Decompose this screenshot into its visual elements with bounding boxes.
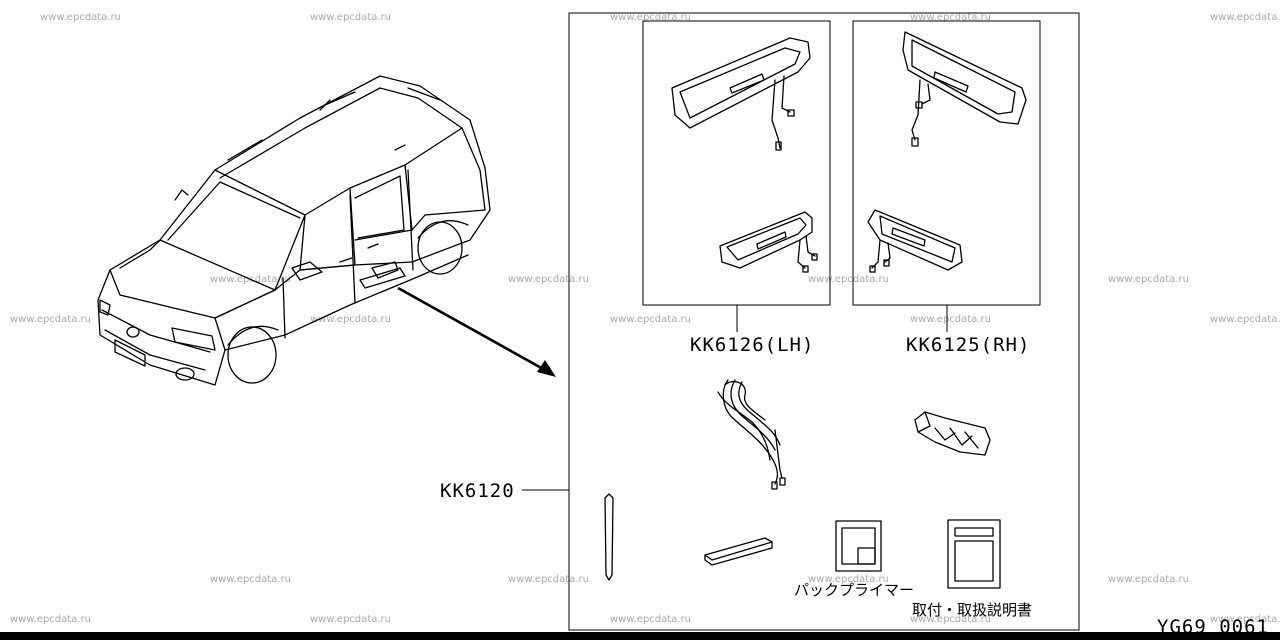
vehicle-illustration [97,75,491,386]
rh-subframe [852,20,1041,306]
watermark-text: www.epcdata.ru [1210,314,1280,325]
watermark-text: www.epcdata.ru [10,314,91,325]
watermark-text: www.epcdata.ru [1108,274,1189,285]
watermark-text: www.epcdata.ru [1108,574,1189,585]
watermark-text: www.epcdata.ru [910,12,991,23]
watermark-text: www.epcdata.ru [508,274,589,285]
watermark-layer: www.epcdata.ru www.epcdata.ru www.epcdata.… [10,12,1280,625]
bottom-band [0,632,1280,640]
watermark-text: www.epcdata.ru [310,614,391,625]
primer-pack [704,537,773,566]
watermark-text: www.epcdata.ru [808,274,889,285]
manual-label: 取付・取扱説明書 [912,601,1032,619]
watermark-text: www.epcdata.ru [40,12,121,23]
lh-part-number: KK6126(LH) [690,334,814,356]
manual-booklet [947,519,1001,589]
watermark-text: www.epcdata.ru [1210,614,1280,625]
watermark-text: www.epcdata.ru [210,574,291,585]
watermark-text: www.epcdata.ru [910,314,991,325]
wire-harness [717,379,786,490]
lh-front-scuff-plate [671,37,811,151]
connector-part [914,411,991,456]
watermark-text: www.epcdata.ru [610,12,691,23]
instruction-card [835,520,882,572]
watermark-text: www.epcdata.ru [310,314,391,325]
primer-label: パックプライマー [794,581,914,599]
lh-subframe [642,20,831,306]
watermark-text: www.epcdata.ru [508,574,589,585]
rh-front-scuff-plate [902,31,1027,147]
lh-rear-scuff-plate [719,211,818,273]
pointer-arrow [397,286,556,377]
watermark-text: www.epcdata.ru [610,614,691,625]
watermark-text: www.epcdata.ru [808,574,889,585]
tie-strap [604,493,614,581]
watermark-text: www.epcdata.ru [910,614,991,625]
watermark-text: www.epcdata.ru [610,314,691,325]
watermark-text: www.epcdata.ru [10,614,91,625]
kit-frame [568,12,1080,631]
diagram-code: YG69 0061 [1157,616,1269,638]
watermark-text: www.epcdata.ru [1210,12,1280,23]
kit-part-number: KK6120 [440,480,515,502]
rh-rear-scuff-plate [867,209,963,273]
watermark-text: www.epcdata.ru [310,12,391,23]
rh-part-number: KK6125(RH) [906,334,1030,356]
